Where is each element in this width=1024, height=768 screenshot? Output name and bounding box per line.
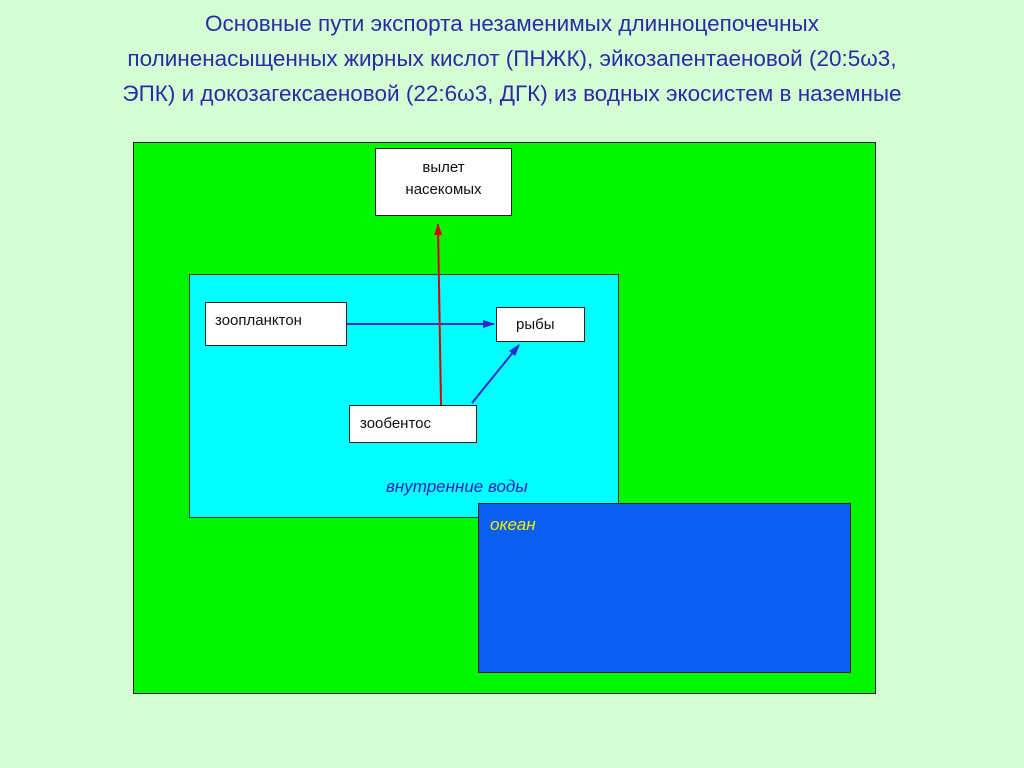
title-line-3: ЭПК) и докозагексаеновой (22:6ω3, ДГК) и… (122, 81, 902, 106)
arrow-zoobenthos-to-fish (471, 344, 520, 404)
node-zoobenthos: зообентос (349, 405, 477, 443)
title-line-2: полиненасыщенных жирных кислот (ПНЖК), э… (127, 46, 897, 71)
node-insect-emergence: вылет насекомых (375, 148, 512, 216)
inland-waters-label: внутренние воды (386, 477, 528, 496)
slide-title: Основные пути экспорта незаменимых длинн… (0, 6, 1024, 111)
node-insect-emergence-line-1: вылет (422, 159, 465, 176)
node-insect-emergence-line-2: насекомых (405, 181, 482, 198)
arrow-zoobenthos-to-insect-emergence (434, 223, 443, 406)
node-fish: рыбы (496, 307, 585, 342)
ocean-label: океан (490, 515, 536, 534)
title-line-1: Основные пути экспорта незаменимых длинн… (205, 11, 819, 36)
node-zooplankton: зоопланктон (205, 302, 347, 346)
ocean-area (478, 503, 851, 673)
